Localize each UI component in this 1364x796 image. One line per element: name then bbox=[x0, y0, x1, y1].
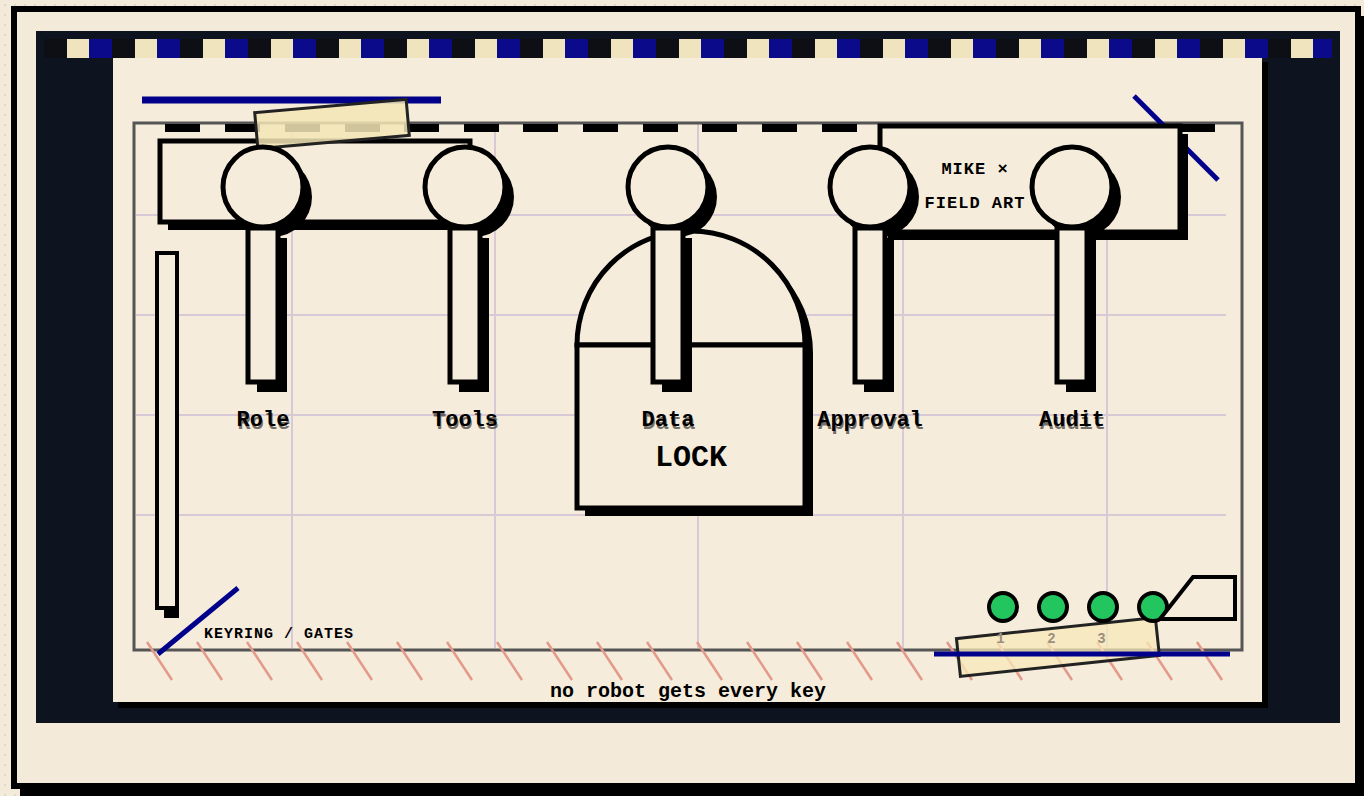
art-line bbox=[297, 642, 322, 680]
key-shape: Tools bbox=[405, 140, 525, 440]
art-rect bbox=[702, 124, 737, 132]
key-outline-part bbox=[830, 147, 910, 227]
card-line: FIELD ART bbox=[920, 187, 1030, 221]
panel-label: KEYRING / GATES bbox=[204, 626, 354, 643]
art-rect bbox=[14, 9, 1358, 786]
art-line bbox=[647, 642, 672, 680]
key-label: Role bbox=[183, 408, 343, 434]
card-text: MIKE ×FIELD ART bbox=[920, 153, 1030, 221]
art-rect bbox=[113, 58, 1262, 702]
key-outline-part bbox=[450, 228, 480, 382]
art-line bbox=[497, 642, 522, 680]
art-line bbox=[547, 642, 572, 680]
art-rect bbox=[44, 39, 1332, 58]
key-outline-part bbox=[1057, 228, 1087, 382]
art-g bbox=[136, 124, 1226, 648]
art-rect bbox=[1180, 124, 1215, 132]
key-outline-part bbox=[248, 228, 278, 382]
key-outline-part bbox=[223, 147, 303, 227]
art-rect bbox=[822, 124, 857, 132]
key-shape: Role bbox=[203, 140, 323, 440]
art-line bbox=[397, 642, 422, 680]
key-outline bbox=[203, 140, 323, 440]
art-line bbox=[347, 642, 372, 680]
art-polygon bbox=[1160, 577, 1235, 619]
art-line bbox=[897, 642, 922, 680]
key-outline-part bbox=[628, 147, 708, 227]
art-line bbox=[247, 642, 272, 680]
tag-card: MIKE ×FIELD ART bbox=[880, 126, 1180, 232]
caption: no robot gets every key bbox=[550, 682, 826, 702]
art-rect bbox=[157, 253, 177, 608]
art-rect bbox=[36, 31, 1340, 723]
key-outline bbox=[405, 140, 525, 440]
key-outline bbox=[1012, 140, 1132, 440]
key-label: Audit bbox=[992, 408, 1152, 434]
key-outline-part bbox=[425, 147, 505, 227]
art-line bbox=[847, 642, 872, 680]
key-label: Data bbox=[588, 408, 748, 434]
art-rect bbox=[20, 16, 1364, 796]
art-line bbox=[147, 642, 172, 680]
callout-number: 3 bbox=[1097, 631, 1106, 647]
card-outline bbox=[880, 126, 1180, 232]
card-outline-part bbox=[880, 126, 1180, 232]
art-rect bbox=[583, 124, 618, 132]
art-rect bbox=[464, 124, 499, 132]
lock-label: LOCK bbox=[577, 440, 805, 476]
card-line: MIKE × bbox=[920, 153, 1030, 187]
art-line bbox=[447, 642, 472, 680]
art-g bbox=[989, 593, 1167, 621]
art-line bbox=[747, 642, 772, 680]
key-label: Approval bbox=[790, 408, 950, 434]
art-rect bbox=[643, 124, 678, 132]
key-shape: Approval bbox=[810, 140, 930, 440]
key-outline-part bbox=[855, 228, 885, 382]
art-rect bbox=[523, 124, 558, 132]
art-line bbox=[197, 642, 222, 680]
key-outline-part bbox=[1032, 147, 1112, 227]
art-line bbox=[697, 642, 722, 680]
art-circle bbox=[1089, 593, 1117, 621]
art-line bbox=[797, 642, 822, 680]
art-rect bbox=[134, 123, 1242, 650]
key-label: Tools bbox=[385, 408, 545, 434]
key-shape: Audit bbox=[1012, 140, 1132, 440]
key-outline-part bbox=[653, 228, 683, 382]
art-line bbox=[597, 642, 622, 680]
art-rect bbox=[165, 124, 200, 132]
art-rect bbox=[255, 99, 410, 148]
art-rect bbox=[956, 618, 1159, 677]
art-line bbox=[1197, 642, 1222, 680]
art-line bbox=[934, 652, 1230, 657]
callout-number: 2 bbox=[1047, 631, 1056, 647]
key-shape: Data bbox=[608, 140, 728, 440]
art-circle bbox=[1039, 593, 1067, 621]
art-circle bbox=[989, 593, 1017, 621]
key-outline bbox=[608, 140, 728, 440]
callout-number: 1 bbox=[996, 631, 1005, 647]
art-rect bbox=[762, 124, 797, 132]
key-outline bbox=[810, 140, 930, 440]
